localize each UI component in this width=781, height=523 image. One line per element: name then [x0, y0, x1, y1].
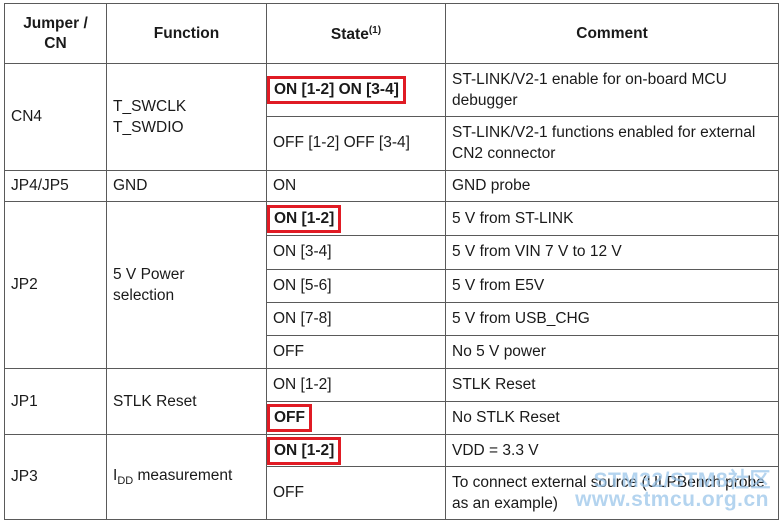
cell-jumper-jp2: JP2	[4, 201, 107, 370]
cell-comment: No 5 V power	[445, 334, 779, 370]
comment-text: ST-LINK/V2-1 enable for on-board MCU deb…	[452, 70, 727, 109]
cell-comment: GND probe	[445, 169, 779, 203]
function-main: I	[113, 467, 118, 485]
function-rest: measurement	[133, 467, 233, 485]
function-subscript: DD	[117, 475, 134, 488]
header-state-footnote: (1)	[368, 25, 382, 37]
cell-state: ON [1-2]	[266, 368, 446, 402]
table-row: OFF No STLK Reset	[5, 400, 779, 436]
cell-state: ON [1-2] ON [3-4]	[266, 63, 446, 117]
cell-comment: 5 V from ST-LINK	[445, 201, 779, 236]
table-row: JP3 IDD measurement ON [1-2] VDD = 3.3 V	[4, 434, 779, 520]
cell-comment: 5 V from USB_CHG	[445, 302, 779, 336]
cell-function-jp4: GND	[106, 169, 267, 203]
table-row: OFF To connect external source (ULPBench…	[5, 465, 779, 521]
cell-function-jp3: IDD measurement	[106, 434, 267, 520]
highlighted-state: OFF	[267, 404, 312, 433]
cell-comment: 5 V from VIN 7 V to 12 V	[445, 234, 779, 270]
table-row: ON [7-8] 5 V from USB_CHG	[5, 302, 779, 336]
header-state-label: State	[330, 26, 369, 44]
cell-jumper-cn4: CN4	[4, 63, 107, 171]
cell-comment: STLK Reset	[445, 368, 779, 402]
highlighted-state: ON [1-2] ON [3-4]	[267, 75, 406, 104]
cell-comment: VDD = 3.3 V	[445, 434, 779, 467]
table-row: JP4/JP5 GND ON GND probe	[4, 169, 779, 203]
table-row: ON [5-6] 5 V from E5V	[5, 268, 779, 304]
table-row: CN4 T_SWCLK T_SWDIO ON [1-2] ON [3-4] ST…	[4, 63, 779, 171]
cell-jumper-jp1: JP1	[4, 368, 107, 436]
jumper-configuration-table: Jumper / CN Function State(1) Comment CN…	[4, 3, 779, 521]
table-row: JP2 5 V Power selection ON [1-2] 5 V fro…	[4, 201, 779, 370]
cell-state: OFF	[266, 465, 446, 521]
function-line: T_SWCLK	[113, 97, 187, 115]
table-row: JP1 STLK Reset ON [1-2] STLK Reset	[4, 368, 779, 436]
cell-jumper-jp4: JP4/JP5	[4, 169, 107, 203]
cell-state: ON [1-2]	[266, 434, 446, 467]
cell-function-jp1: STLK Reset	[106, 368, 267, 436]
cell-comment: ST-LINK/V2-1 enable for on-board MCU deb…	[445, 63, 779, 117]
cell-function-jp2: 5 V Power selection	[106, 201, 267, 370]
header-comment: Comment	[445, 3, 779, 64]
function-text: 5 V Power selection	[113, 266, 185, 305]
table-row: OFF [1-2] OFF [3-4] ST-LINK/V2-1 functio…	[5, 115, 779, 171]
header-jumper: Jumper / CN	[4, 3, 107, 64]
cell-state: OFF	[266, 400, 446, 436]
cell-state: OFF [1-2] OFF [3-4]	[266, 115, 446, 171]
header-state: State(1)	[266, 3, 446, 64]
highlighted-state: ON [1-2]	[267, 204, 342, 233]
cell-function-cn4: T_SWCLK T_SWDIO	[106, 63, 267, 171]
table-row: OFF No 5 V power	[5, 334, 779, 370]
highlighted-state: ON [1-2]	[267, 436, 342, 465]
function-line: T_SWDIO	[113, 118, 184, 136]
cell-state: OFF	[266, 334, 446, 370]
cell-state: ON [3-4]	[266, 234, 446, 270]
table-header-row: Jumper / CN Function State(1) Comment	[4, 3, 779, 64]
cell-state: ON	[266, 169, 446, 203]
cell-state: ON [1-2]	[266, 201, 446, 236]
cell-comment: 5 V from E5V	[445, 268, 779, 304]
cell-comment: To connect external source (ULPBench pro…	[445, 465, 779, 521]
cell-comment: No STLK Reset	[445, 400, 779, 436]
cell-comment: ST-LINK/V2-1 functions enabled for exter…	[445, 115, 779, 171]
cell-state: ON [5-6]	[266, 268, 446, 304]
table-row: ON [3-4] 5 V from VIN 7 V to 12 V	[5, 234, 779, 270]
header-function: Function	[106, 3, 267, 64]
cell-state: ON [7-8]	[266, 302, 446, 336]
comment-text: ST-LINK/V2-1 functions enabled for exter…	[452, 124, 756, 163]
cell-jumper-jp3: JP3	[4, 434, 107, 520]
comment-text: To connect external source (ULPBench pro…	[452, 473, 765, 512]
